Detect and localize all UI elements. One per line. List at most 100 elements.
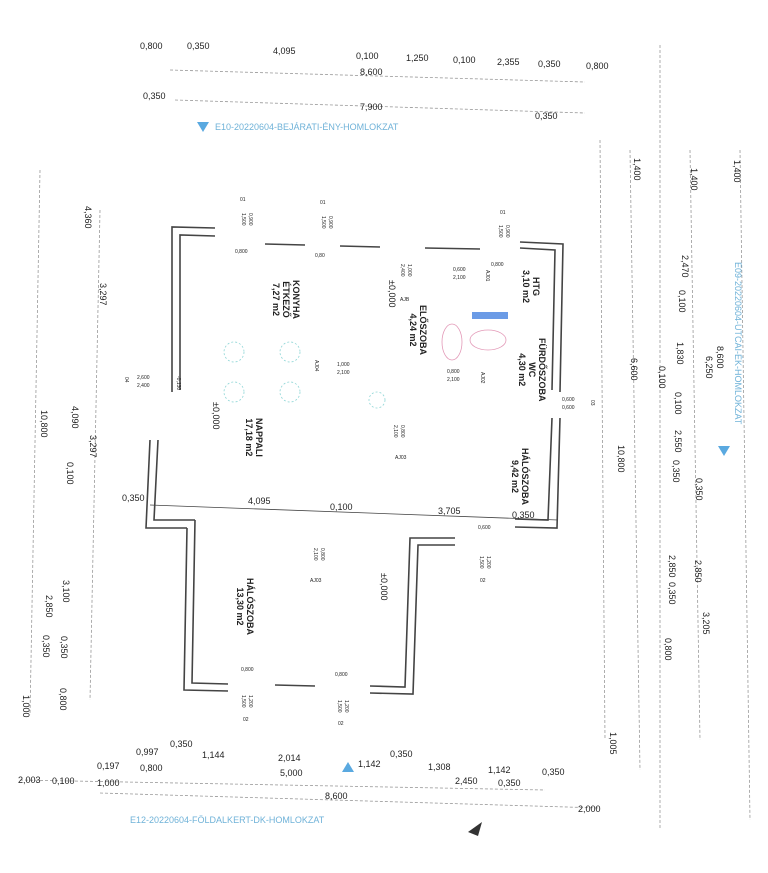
dim: 2,003: [18, 775, 41, 785]
dim: 1,005: [608, 732, 618, 755]
door-size: 0,800: [399, 425, 405, 438]
dim: 1,142: [488, 765, 511, 775]
dim: 1,308: [428, 762, 451, 772]
elevation-label-se[interactable]: E12-20220604-FÖLDALKERT-DK-HOMLOKZAT: [130, 815, 325, 825]
window-size: 1,200: [247, 695, 253, 708]
door-size: 0,600: [453, 267, 466, 273]
door-tag: AJB: [400, 297, 410, 303]
level-mark: ±0,000: [211, 402, 221, 430]
dim: 4,095: [248, 496, 271, 506]
dim: 0,100: [673, 392, 683, 415]
dim: 0,800: [140, 763, 163, 773]
elevation-marker-icon[interactable]: [197, 122, 209, 132]
dim: 3,100: [61, 580, 71, 603]
elevation-label-nw[interactable]: E10-20220604-BEJÁRATI-ÉNY-HOMLOKZAT: [215, 122, 399, 132]
dim: 4,095: [273, 46, 296, 56]
door-size: 0,800: [319, 548, 325, 561]
dim: 0,350: [187, 41, 210, 51]
window-size: 0,900: [247, 213, 253, 226]
dim: 0,350: [667, 582, 677, 605]
dim: 0,100: [453, 55, 476, 65]
door-tag: AJ04: [313, 360, 319, 372]
dim: 1,250: [406, 53, 429, 63]
door-tag: AJ03: [395, 455, 407, 461]
sill: 0,800: [491, 262, 504, 268]
dim: 0,350: [542, 767, 565, 777]
dim: 1,400: [689, 168, 699, 191]
elevation-marker-icon[interactable]: [718, 446, 730, 456]
elevation-marker-icon[interactable]: [342, 762, 354, 772]
door-size: 2,100: [337, 370, 350, 376]
window-tag: 02: [243, 717, 249, 723]
dim: 2,850: [693, 560, 703, 583]
door-size: 0,800: [447, 369, 460, 375]
dim: 0,100: [657, 366, 667, 389]
window-size: 1,500: [240, 695, 246, 708]
dim: 3,297: [88, 435, 98, 458]
dim: 0,800: [58, 688, 68, 711]
level-mark: ±0,000: [387, 280, 397, 308]
dim: 6,250: [704, 356, 714, 379]
dim: 0,350: [498, 778, 521, 788]
dim: 0,800: [663, 638, 673, 661]
window-tag: 04: [123, 377, 129, 383]
side-size: 2,600: [137, 375, 150, 381]
dim: 2,470: [680, 255, 690, 278]
dim: 1,400: [632, 158, 642, 181]
dim: 0,350: [694, 478, 704, 501]
sill: 0,800: [335, 672, 348, 678]
dim: 1,142: [358, 759, 381, 769]
window-size: 1,500: [478, 556, 484, 569]
dim: 4,090: [70, 406, 80, 429]
dim: 2,014: [278, 753, 301, 763]
dim: 1,000: [21, 695, 31, 718]
dim: 0,350: [143, 91, 166, 101]
window-tag: 01: [500, 210, 506, 216]
sill: 0,80: [315, 253, 325, 259]
window-tag: 02: [338, 721, 344, 727]
dim: 1,000: [97, 778, 120, 788]
window-size: 1,500: [497, 225, 503, 238]
door-tag: AJ02: [479, 372, 485, 384]
door-tag: AJ03: [310, 578, 322, 584]
dim: 1,830: [675, 342, 685, 365]
window-tag: 03: [589, 400, 595, 406]
side-size: 2,400: [137, 383, 150, 389]
dim: 0,100: [52, 776, 75, 786]
dim: 10,800: [39, 410, 49, 438]
sill: 0,600: [478, 525, 491, 531]
dim: 0,350: [535, 111, 558, 121]
dim: 0,350: [390, 749, 413, 759]
window-size: 1,500: [240, 213, 246, 226]
door-size: 2,400: [399, 264, 405, 277]
dim: 3,297: [98, 283, 108, 306]
sill: 0,800: [235, 249, 248, 255]
dim: 2,850: [44, 595, 54, 618]
dim: 0,350: [122, 493, 145, 503]
dim: 4,360: [83, 206, 93, 229]
dim: 2,850: [667, 555, 677, 578]
door-tag: AJ01: [484, 270, 490, 282]
dim: 2,000: [578, 804, 601, 814]
window-size: 1,500: [320, 216, 326, 229]
dim: 0,100: [65, 462, 75, 485]
window-tag: 01: [240, 197, 246, 203]
dim: 10,800: [616, 445, 626, 473]
window-size: 1,200: [485, 556, 491, 569]
door-size: 2,100: [447, 377, 460, 383]
elevation-label-ne[interactable]: E09-20220604-UTCAI-ÉK-HOMLOKZAT: [733, 262, 743, 425]
dim: 0,800: [140, 41, 163, 51]
dim: 8,600: [325, 791, 348, 801]
door-size: 1,000: [337, 362, 350, 368]
dim: 0,800: [586, 61, 609, 71]
door-size: 2,100: [312, 548, 318, 561]
dim: 0,350: [671, 460, 681, 483]
dim: 0,997: [136, 747, 159, 757]
side-size: 0,600: [562, 405, 575, 411]
dim: 0,350: [41, 635, 51, 658]
dim: 0,100: [356, 51, 379, 61]
